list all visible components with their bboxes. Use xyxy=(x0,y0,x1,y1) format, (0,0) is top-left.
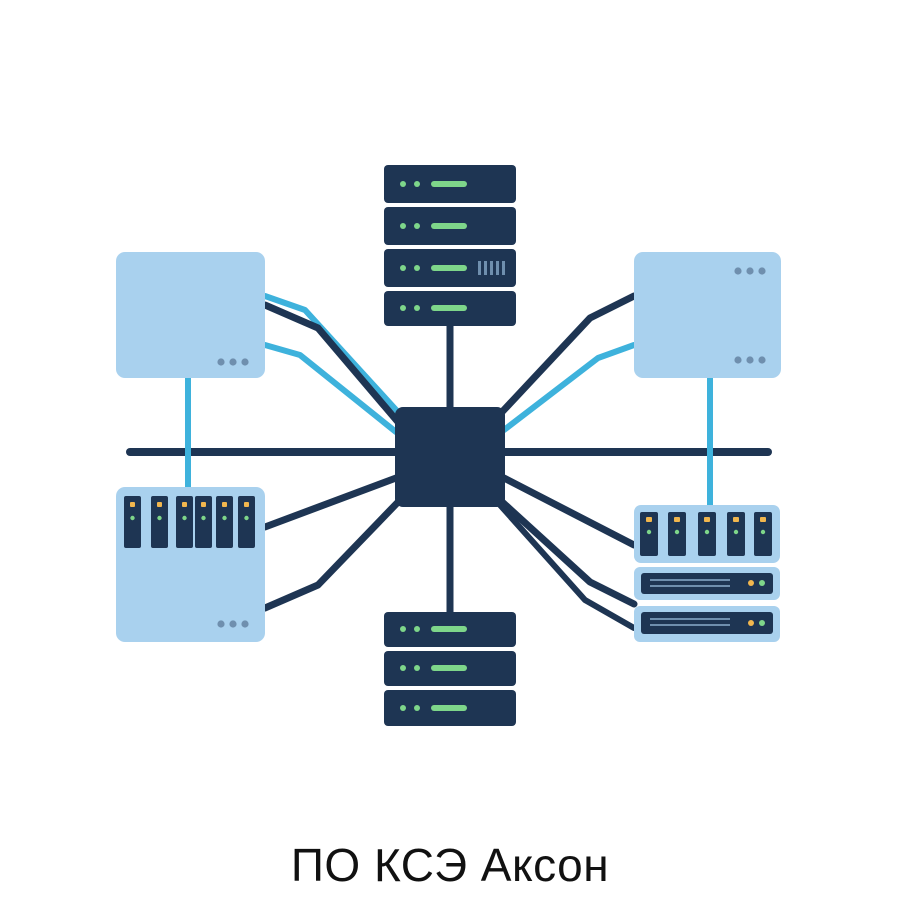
network-switch-icon xyxy=(395,407,505,507)
server-rack-bottom xyxy=(384,612,516,726)
status-dots-icon xyxy=(217,358,249,366)
cloud-node-top-left xyxy=(116,252,265,378)
cloud-node-top-right xyxy=(634,252,781,378)
drive-bays xyxy=(124,496,255,548)
server-rack-top xyxy=(384,165,516,326)
server-unit-right-1 xyxy=(634,567,780,600)
storage-array-right xyxy=(634,505,780,563)
diagram-caption: ПО КСЭ Аксон xyxy=(290,839,610,891)
spoke-links xyxy=(261,292,638,631)
status-dots-icon xyxy=(217,620,249,628)
storage-array-left xyxy=(116,487,265,642)
status-dots-icon xyxy=(734,267,766,364)
server-unit-right-2 xyxy=(634,606,780,642)
